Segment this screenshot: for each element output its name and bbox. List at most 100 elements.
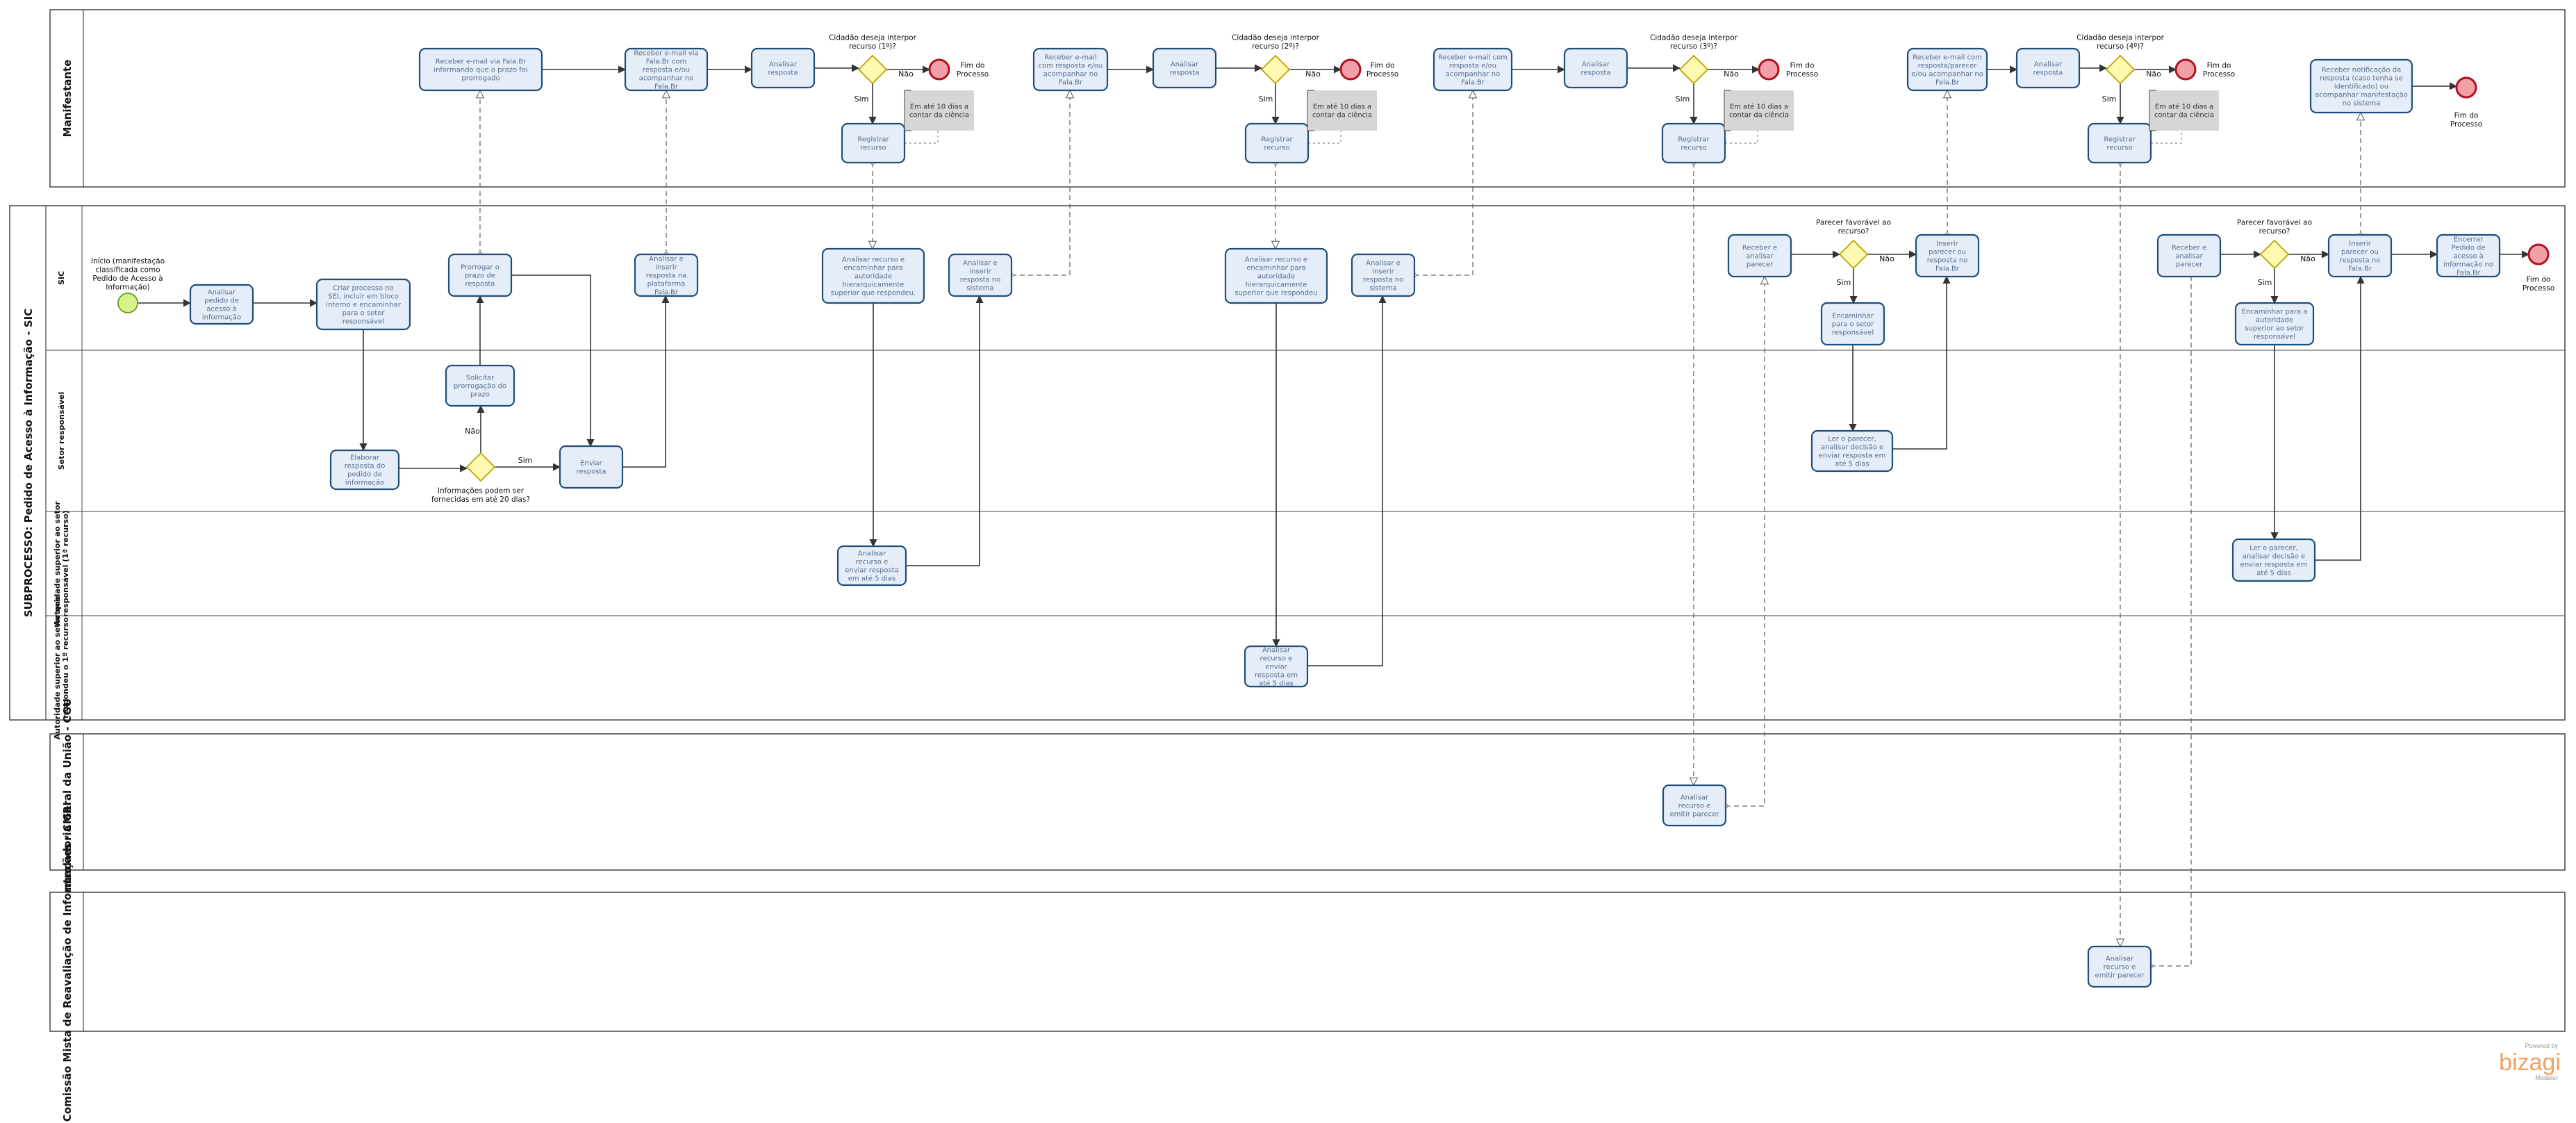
lane-setor: Setor responsável (46, 350, 2565, 511)
sequence-flow: Sim (495, 456, 561, 471)
pool-cgu-label: Controladoria Geral da União - CGU (61, 698, 74, 905)
pool-cgu: Controladoria Geral da União - CGU (49, 698, 2566, 905)
lane-sic: SIC (57, 206, 83, 350)
bizagi-logo: Powered by bizagi Modeler (2499, 1042, 2561, 1081)
sequence-flow: Sim (854, 83, 877, 125)
lane-label-autoridade-1: Autoridade superior ao setorresponsável … (53, 501, 70, 626)
flow-label-sim: Sim (1837, 278, 1851, 287)
message-flow (2151, 235, 2191, 966)
flow-label-nao: Não (1879, 254, 1894, 263)
message-flow (1726, 277, 1765, 806)
flow-label-nao: Não (2300, 254, 2315, 263)
lane-label-autoridade-2: Autoridade superior ao setor queresponde… (53, 596, 70, 740)
sequence-flow: Não (886, 65, 931, 79)
flow-label-sim: Sim (2258, 278, 2272, 287)
association (1725, 131, 1758, 144)
flow-label-sim: Sim (2102, 95, 2117, 104)
sequence-flow: Sim (1259, 83, 1280, 125)
sequence-flow: Não (1867, 250, 1917, 263)
brand-product: Modeler (2535, 1074, 2558, 1081)
brand-powered: Powered by (2525, 1042, 2558, 1049)
flow-label-nao: Não (465, 427, 480, 436)
sequence-flow: Sim (1837, 268, 1858, 304)
